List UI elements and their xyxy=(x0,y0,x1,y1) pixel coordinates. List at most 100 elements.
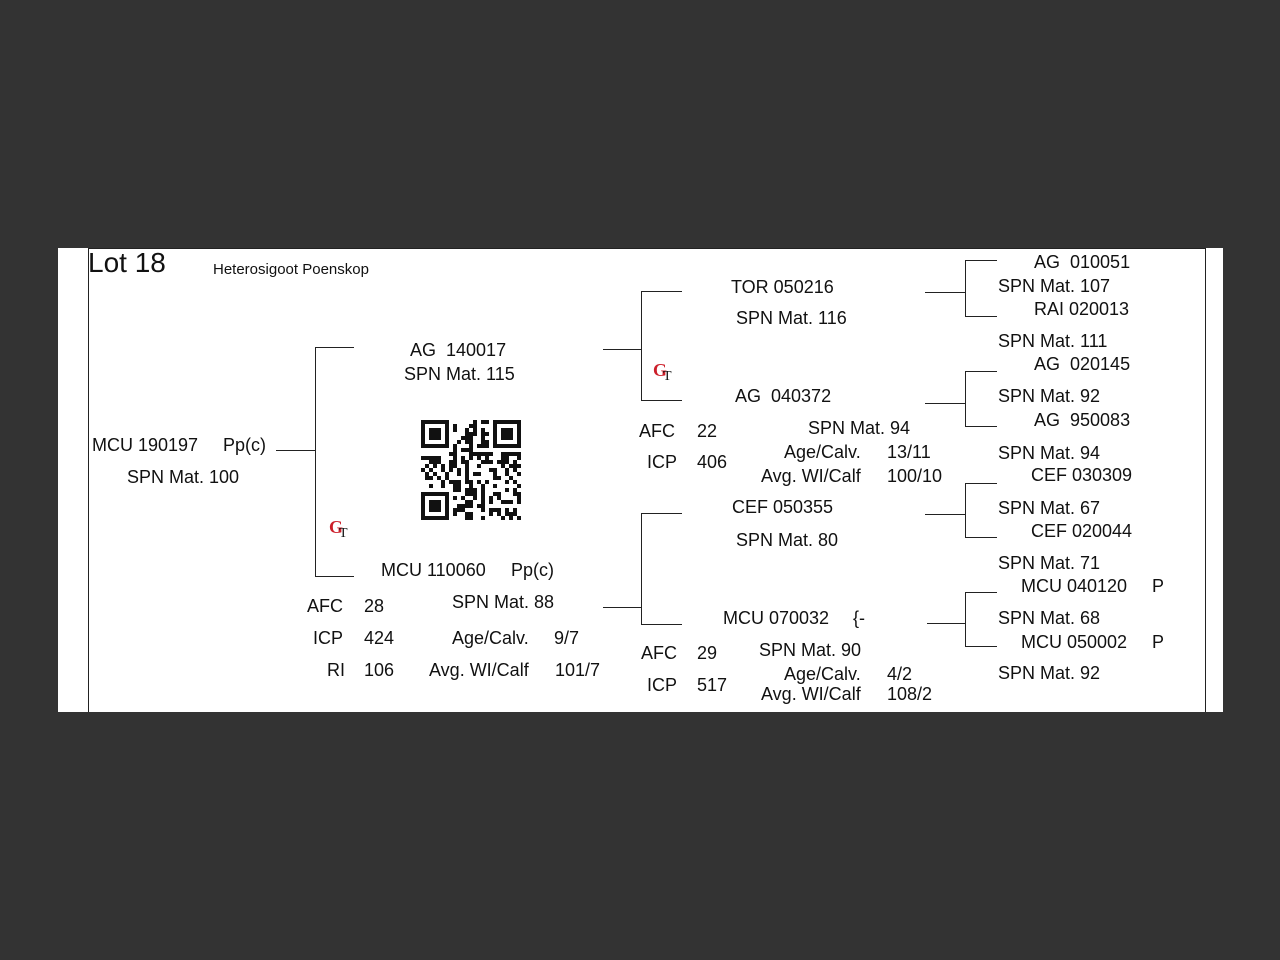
qr-module xyxy=(425,464,429,468)
qr-module xyxy=(481,420,485,424)
qr-module xyxy=(473,452,477,456)
qr-module xyxy=(453,448,457,452)
qr-module xyxy=(489,496,493,500)
qr-module xyxy=(461,436,465,440)
qr-module xyxy=(505,508,509,512)
gt-logo-icon: G T xyxy=(329,517,348,541)
qr-module xyxy=(513,488,517,492)
qr-module xyxy=(465,436,469,440)
qr-module xyxy=(429,476,433,480)
qr-module xyxy=(473,428,477,432)
sire-spn: SPN Mat. 115 xyxy=(404,364,515,384)
qr-module xyxy=(473,424,477,428)
ds-id: CEF 050355 xyxy=(732,497,834,517)
qr-module xyxy=(513,512,517,516)
qr-module xyxy=(505,480,509,484)
qr-module xyxy=(449,452,453,456)
dd-agecalv-value: 4/2 xyxy=(887,664,913,684)
ggp-7-id: MCU 040120 xyxy=(1021,576,1128,596)
qr-module xyxy=(481,484,485,488)
qr-module xyxy=(489,508,493,512)
ggp-2-id: RAI 020013 xyxy=(1034,299,1130,319)
qr-module xyxy=(505,488,509,492)
ggp-6-spn: SPN Mat. 71 xyxy=(998,553,1101,573)
qr-module xyxy=(501,500,505,504)
qr-module xyxy=(469,440,473,444)
qr-module xyxy=(429,456,433,460)
qr-module xyxy=(465,428,469,432)
dd-icp-value: 517 xyxy=(697,675,728,695)
qr-module xyxy=(429,428,441,440)
qr-module xyxy=(453,496,457,500)
ds-connector xyxy=(641,513,682,514)
animal-connector xyxy=(276,450,316,451)
qr-module xyxy=(425,472,429,476)
ggp-3-connector xyxy=(965,371,997,372)
qr-module xyxy=(497,460,501,464)
qr-module xyxy=(473,492,477,496)
ggp-1-id: AG 010051 xyxy=(1034,252,1131,272)
qr-module xyxy=(457,488,461,492)
ggp-8-connector xyxy=(965,646,997,647)
qr-module xyxy=(485,444,489,448)
qr-module xyxy=(469,504,473,508)
dd-id: MCU 070032 xyxy=(723,608,830,628)
qr-module xyxy=(513,460,517,464)
qr-module xyxy=(517,492,521,496)
qr-module xyxy=(485,452,489,456)
svg-text:G: G xyxy=(653,360,667,380)
qr-module xyxy=(477,456,481,460)
qr-module xyxy=(469,424,473,428)
pedigree-sheet: Lot 18 Heterosigoot Poenskop MCU 190197 … xyxy=(58,248,1223,712)
qr-module xyxy=(469,516,473,520)
sd-wi-label: Avg. WI/Calf xyxy=(761,466,861,486)
qr-module xyxy=(453,488,457,492)
dd-icp-label: ICP xyxy=(647,675,678,695)
dam-gp-bracket xyxy=(641,513,642,625)
sire-to-gp-connector xyxy=(603,349,641,350)
qr-module xyxy=(477,464,481,468)
qr-module xyxy=(501,456,505,460)
qr-module xyxy=(457,508,461,512)
qr-module xyxy=(485,456,489,460)
qr-module xyxy=(465,472,469,476)
qr-module xyxy=(469,488,473,492)
qr-module xyxy=(453,428,457,432)
qr-module xyxy=(513,452,517,456)
qr-module xyxy=(493,476,497,480)
qr-module xyxy=(453,456,457,460)
qr-module xyxy=(461,448,465,452)
qr-module xyxy=(457,472,461,476)
ggp-6-id: CEF 020044 xyxy=(1031,521,1133,541)
qr-module xyxy=(477,472,481,476)
ggp-4-connector xyxy=(965,426,997,427)
qr-module xyxy=(445,476,449,480)
ggp-8-spn: SPN Mat. 92 xyxy=(998,663,1101,683)
animal-poll: Pp(c) xyxy=(223,435,267,455)
qr-module xyxy=(517,516,521,520)
ggp-2-connector xyxy=(965,316,997,317)
qr-module xyxy=(421,456,425,460)
sire-gp-bracket xyxy=(641,291,642,401)
sd-connector xyxy=(641,400,682,401)
qr-module xyxy=(469,480,473,484)
qr-module xyxy=(481,460,485,464)
ss-to-ggp-connector xyxy=(925,292,965,293)
qr-module xyxy=(481,440,485,444)
qr-module xyxy=(473,432,477,436)
qr-module xyxy=(453,460,457,464)
qr-module xyxy=(481,492,485,496)
qr-module xyxy=(453,512,457,516)
qr-module xyxy=(493,484,497,488)
dam-wi-value: 101/7 xyxy=(555,660,601,680)
qr-module xyxy=(441,484,445,488)
qr-module xyxy=(469,452,473,456)
ds-spn: SPN Mat. 80 xyxy=(736,530,839,550)
ggp-3-id: AG 020145 xyxy=(1034,354,1131,374)
qr-module xyxy=(501,464,505,468)
qr-module xyxy=(465,440,469,444)
qr-module xyxy=(429,468,433,472)
qr-module xyxy=(437,460,441,464)
qr-module xyxy=(497,508,501,512)
qr-module xyxy=(441,468,445,472)
